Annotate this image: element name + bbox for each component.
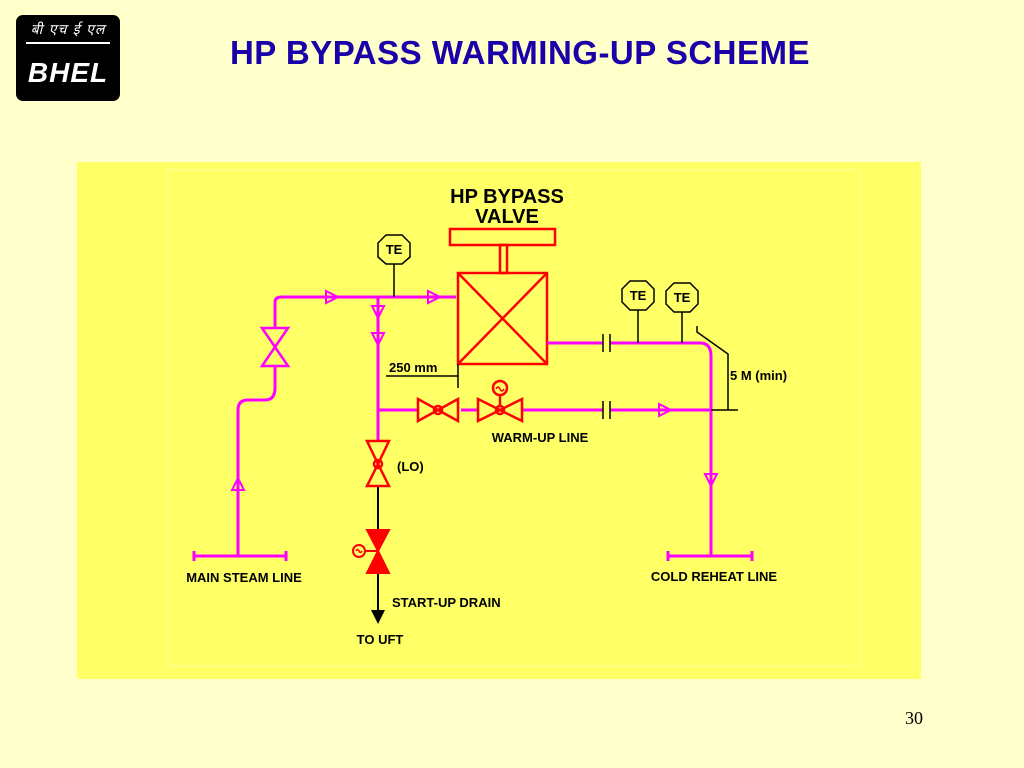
flow-arrow [325, 289, 341, 305]
temperature-element-right-2: TE [665, 282, 699, 343]
flow-arrow [658, 402, 674, 418]
to-uft-label: TO UFT [357, 632, 404, 647]
valve-label-line2: VALVE [475, 206, 539, 228]
te-label: TE [674, 290, 691, 305]
start-up-drain-label: START-UP DRAIN [392, 595, 501, 610]
flow-arrow [427, 289, 443, 305]
te-label: TE [630, 288, 647, 303]
temperature-element-top: TE [377, 234, 411, 297]
flow-arrow [370, 305, 386, 321]
main-steam-pipe [192, 295, 711, 561]
flow-arrows [230, 289, 719, 491]
drain-pipe [371, 410, 385, 624]
hp-bypass-valve [448, 227, 557, 366]
page-number: 30 [905, 708, 923, 728]
warm-up-isolation-valve [416, 396, 460, 424]
logo-hindi-text: बी एच ई एल [30, 22, 106, 38]
panel-border [166, 169, 862, 667]
dim-5m-label: 5 M (min) [730, 368, 787, 383]
dimension-5m [696, 326, 738, 411]
main-steam-isolation-valve [259, 326, 291, 368]
warm-up-control-valve [476, 379, 524, 424]
start-up-drain-valve [352, 529, 391, 574]
logo-brand-text: BHEL [27, 57, 109, 88]
temperature-element-right-1: TE [621, 280, 655, 343]
flow-arrow [230, 475, 246, 491]
cold-reheat-line-label: COLD REHEAT LINE [651, 569, 777, 584]
cold-reheat-pipe [547, 341, 754, 561]
dim-250-label: 250 mm [389, 360, 437, 375]
bhel-logo: बी एच ई एल BHEL [16, 15, 120, 101]
flow-arrow [370, 332, 386, 348]
logo-rule [26, 42, 110, 44]
dimension-250mm [386, 364, 459, 388]
page-title: HP BYPASS WARMING-UP SCHEME [229, 34, 811, 71]
warm-up-line-label: WARM-UP LINE [492, 430, 589, 445]
flange-joints [602, 334, 611, 419]
valve-label-line1: HP BYPASS [450, 186, 564, 208]
te-label: TE [386, 242, 403, 257]
main-steam-line-label: MAIN STEAM LINE [186, 570, 302, 585]
lo-label: (LO) [397, 459, 424, 474]
drain-isolation-valve-lo [364, 439, 392, 488]
